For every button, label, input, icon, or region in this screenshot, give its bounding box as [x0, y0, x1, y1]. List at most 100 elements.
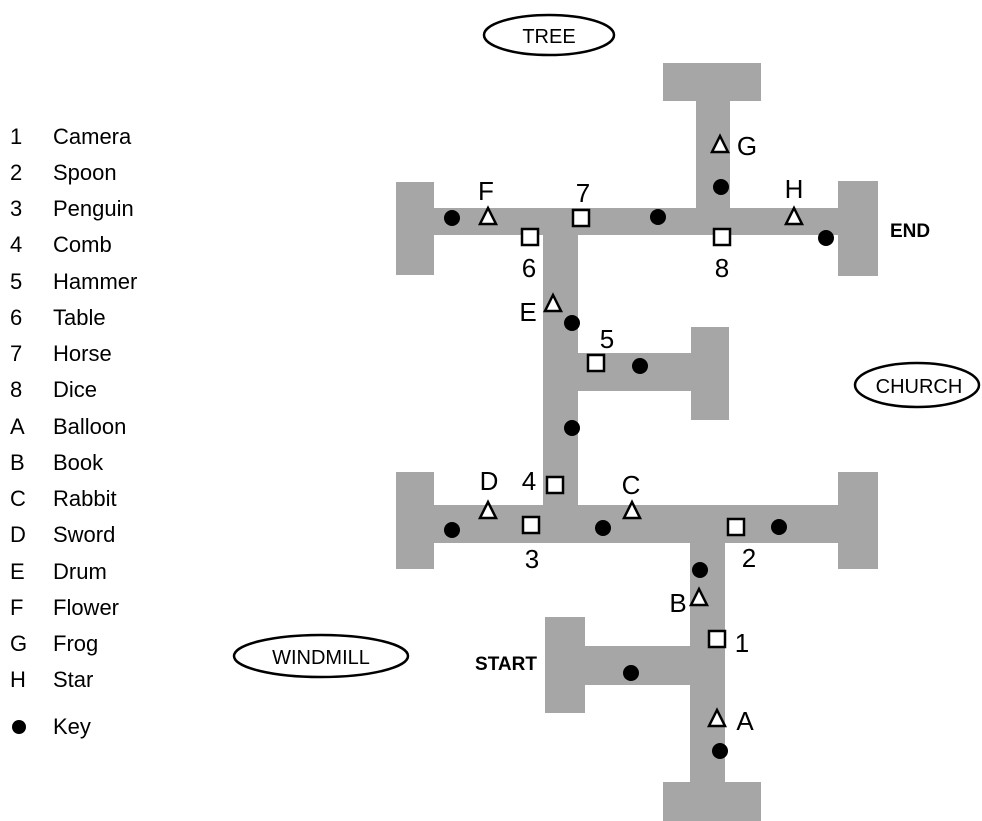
- legend-name: Rabbit: [53, 486, 117, 511]
- legend-code: 8: [10, 377, 23, 402]
- legend-name: Frog: [53, 631, 99, 656]
- marker-label: 1: [735, 628, 749, 658]
- corridor-endcap: [545, 617, 585, 713]
- marker-label: 6: [522, 253, 536, 283]
- key-dot-icon: [650, 209, 666, 225]
- key-dot-icon: [632, 358, 648, 374]
- marker-label: E: [519, 297, 536, 327]
- corridor-endcap: [663, 782, 761, 821]
- key-dot-icon: [692, 562, 708, 578]
- corridor-endcap: [691, 327, 729, 420]
- marker-label: A: [736, 706, 754, 736]
- key-dot-icon: [712, 743, 728, 759]
- triangle-marker-icon: [706, 707, 728, 728]
- landmark-label: WINDMILL: [272, 647, 370, 669]
- legend-name: Sword: [53, 522, 116, 547]
- legend-name: Flower: [53, 595, 120, 620]
- marker-label: D: [480, 466, 499, 496]
- landmark-church: CHURCH: [853, 361, 981, 409]
- marker-label: H: [785, 174, 804, 204]
- legend-name: Dice: [53, 377, 98, 402]
- legend-code: F: [10, 595, 24, 620]
- legend-name: Table: [53, 305, 106, 330]
- legend-code: 4: [10, 232, 23, 257]
- square-marker-icon: [571, 208, 591, 228]
- marker-label: F: [478, 176, 494, 206]
- key-dot-icon: [444, 522, 460, 538]
- corridor-endcap: [663, 63, 761, 101]
- legend-name: Camera: [53, 124, 132, 149]
- marker-label: 3: [525, 544, 539, 574]
- start-label: START: [475, 654, 537, 675]
- triangle-marker-icon: [783, 205, 805, 226]
- key-dot-icon: [623, 665, 639, 681]
- legend-code: B: [10, 450, 25, 475]
- legend-name: Horse: [53, 341, 112, 366]
- legend-code: C: [10, 486, 26, 511]
- square-marker-icon: [521, 515, 541, 535]
- marker-label: 4: [522, 466, 536, 496]
- square-marker-icon: [586, 353, 606, 373]
- marker-label: B: [669, 588, 686, 618]
- legend-code: 1: [10, 124, 23, 149]
- legend-code: 7: [10, 341, 23, 366]
- landmark-windmill: WINDMILL: [232, 633, 410, 679]
- triangle-marker-icon: [709, 133, 731, 154]
- legend-code: E: [10, 559, 25, 584]
- legend-code: 3: [10, 196, 23, 221]
- key-dot-icon: [12, 720, 26, 734]
- triangle-marker-icon: [542, 292, 564, 313]
- key-dot-icon: [818, 230, 834, 246]
- marker-label: 7: [576, 178, 590, 208]
- square-marker-icon: [545, 475, 565, 495]
- triangle-markers: [477, 133, 805, 728]
- legend-name: Comb: [53, 232, 112, 257]
- legend-code: H: [10, 667, 26, 692]
- marker-label: 8: [715, 253, 729, 283]
- square-marker-icon: [712, 227, 732, 247]
- corridor-segment: [543, 228, 578, 517]
- corridor-endcap: [396, 182, 434, 275]
- corridor-endcap: [838, 472, 878, 569]
- legend-code: D: [10, 522, 26, 547]
- key-dot-icon: [444, 210, 460, 226]
- key-dot-icon: [564, 420, 580, 436]
- legend-name: Penguin: [53, 196, 134, 221]
- corridor-endcap: [838, 181, 878, 276]
- legend-code: 6: [10, 305, 23, 330]
- legend-name: Balloon: [53, 414, 127, 439]
- triangle-marker-icon: [477, 205, 499, 226]
- square-markers: [520, 208, 746, 649]
- key-dot-icon: [595, 520, 611, 536]
- legend-name: Book: [53, 450, 104, 475]
- legend-code: G: [10, 631, 28, 656]
- legend-name: Spoon: [53, 160, 117, 185]
- key-dot-icon: [564, 315, 580, 331]
- legend-code: A: [10, 414, 25, 439]
- corridors: [396, 63, 878, 821]
- landmark-tree: TREE: [482, 13, 616, 57]
- legend-name: Drum: [53, 559, 107, 584]
- end-label: END: [890, 221, 930, 242]
- corridor-segment: [434, 208, 838, 235]
- square-marker-icon: [707, 629, 727, 649]
- legend-code: 2: [10, 160, 23, 185]
- legend-code: 5: [10, 269, 23, 294]
- marker-label: 2: [742, 543, 756, 573]
- marker-labels: 6 7 8 5 4 3 2 1 F G H E D C B A: [478, 131, 803, 736]
- landmark-label: CHURCH: [876, 376, 963, 398]
- marker-label: 5: [600, 324, 614, 354]
- square-marker-icon: [726, 517, 746, 537]
- square-marker-icon: [520, 227, 540, 247]
- triangle-marker-icon: [688, 586, 710, 607]
- legend-name: Star: [53, 667, 94, 692]
- corridor-segment: [584, 646, 690, 685]
- legend-name: Key: [53, 714, 91, 739]
- marker-label: C: [622, 470, 641, 500]
- keys: [444, 179, 834, 759]
- landmark-label: TREE: [522, 26, 575, 48]
- key-dot-icon: [771, 519, 787, 535]
- triangle-marker-icon: [621, 499, 643, 520]
- corridor-endcap: [396, 472, 434, 569]
